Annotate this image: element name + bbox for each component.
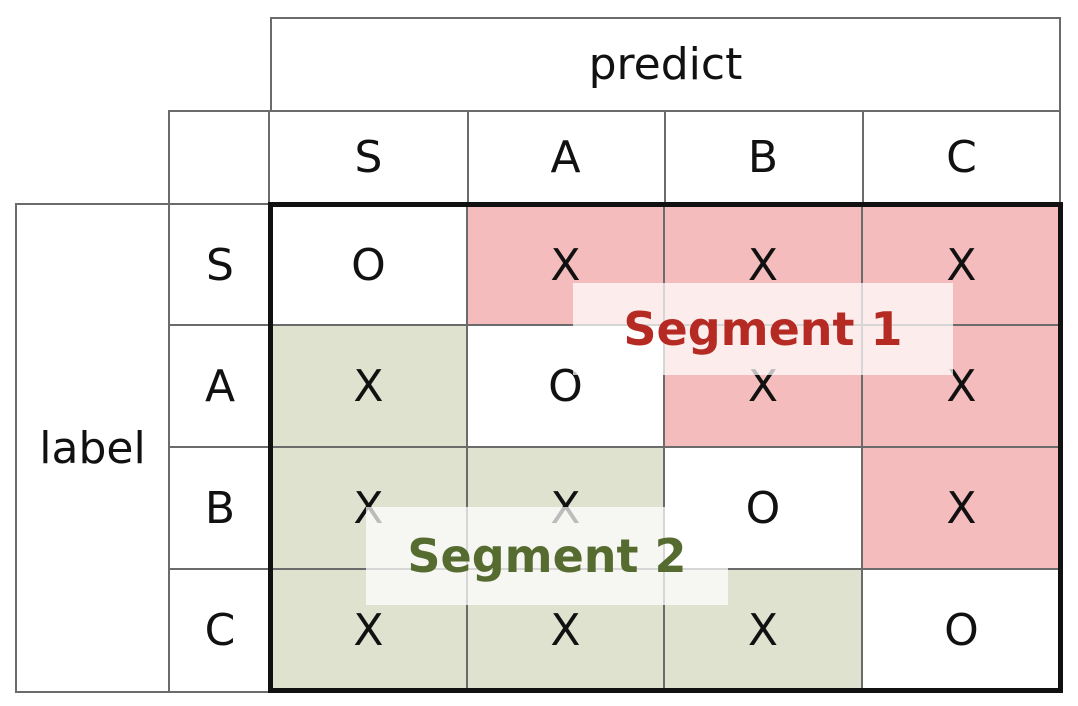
matrix-grid-line: [270, 446, 1061, 448]
segment-1-label: Segment 1: [623, 302, 903, 356]
matrix-value-s-b: X: [747, 239, 779, 291]
matrix-cell-a-s: [270, 325, 467, 447]
predict-header-cell: [270, 17, 1061, 112]
matrix-value-s-c: X: [946, 239, 977, 291]
column-header-s: S: [354, 132, 383, 183]
matrix-value-b-b: O: [745, 482, 781, 534]
matrix-value-c-a: X: [550, 604, 581, 656]
matrix-value-c-s: X: [353, 604, 384, 656]
matrix-value-s-s: O: [351, 239, 386, 291]
matrix-grid-line: [663, 205, 665, 691]
row-header-a: A: [204, 361, 236, 412]
column-header-b: B: [747, 132, 779, 183]
column-header-row: [168, 110, 1061, 205]
row-header-c: C: [204, 605, 236, 656]
matrix-cell-c-c: [862, 569, 1061, 691]
label-header-label: label: [39, 422, 146, 474]
matrix-value-c-c: O: [944, 604, 979, 656]
segment-2-label-backdrop: [366, 507, 728, 605]
matrix-cell-s-s: [270, 205, 467, 325]
predict-header-label: predict: [588, 39, 743, 90]
label-header-cell: [15, 203, 170, 693]
matrix-value-c-b: X: [747, 604, 779, 656]
row-header-b: B: [204, 483, 236, 534]
segment-2-label: Segment 2: [407, 529, 687, 583]
matrix-border: [268, 202, 1063, 693]
matrix-grid-line: [466, 205, 468, 691]
column-header-c: C: [946, 132, 977, 183]
column-header-a: A: [550, 132, 581, 183]
matrix-grid-line: [861, 205, 863, 691]
matrix-value-a-s: X: [353, 360, 384, 412]
matrix-value-s-a: X: [550, 239, 581, 291]
segment-1-label-backdrop: [573, 283, 953, 375]
row-header-s: S: [206, 239, 234, 291]
matrix-cell-b-c: [862, 447, 1061, 569]
matrix-value-b-c: X: [946, 482, 977, 534]
